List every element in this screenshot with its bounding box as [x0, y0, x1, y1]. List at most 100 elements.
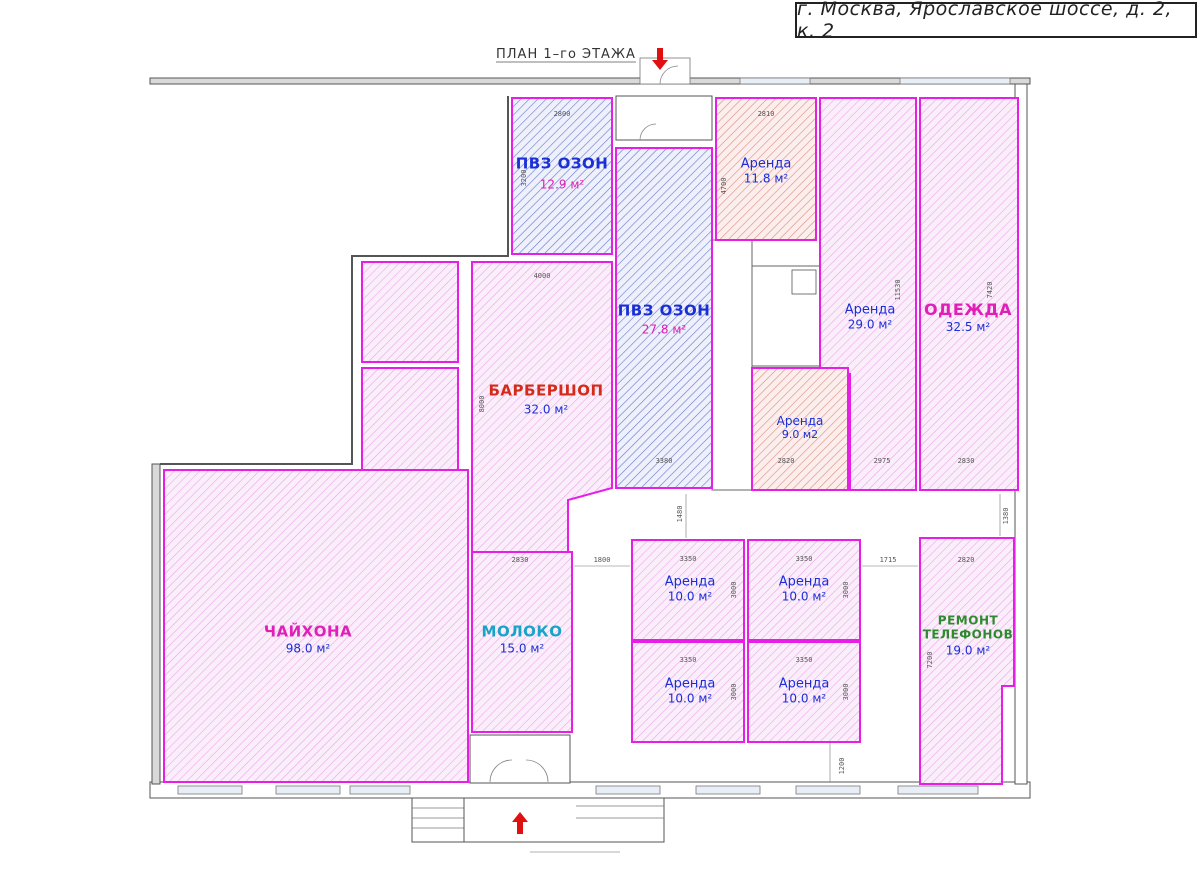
top-vestibule	[615, 95, 713, 141]
room-label-moloko: МОЛОКО 15.0 м²	[482, 623, 563, 656]
room-name: МОЛОКО	[481, 622, 563, 641]
room-arenda-a4	[631, 539, 745, 641]
top-wall	[149, 77, 1031, 85]
room-name: Аренда	[844, 302, 896, 318]
room-name: ЧАЙХОНА	[263, 622, 353, 641]
room-area: 10.0 м²	[667, 589, 713, 604]
top-entrance	[496, 48, 713, 141]
dim-label: 1200	[838, 757, 846, 775]
room-label-pvz-ozon-1: ПВЗ ОЗОН 12.9 м²	[516, 155, 609, 192]
room-label-arenda-a4: Аренда 10.0 м²	[664, 574, 716, 605]
room-arenda-a5	[747, 539, 861, 641]
window	[275, 785, 341, 795]
dim-label: 2830	[511, 556, 529, 564]
room-area: 15.0 м²	[499, 641, 545, 656]
room-area: 10.0 м²	[781, 589, 827, 604]
room-area: 9.0 м2	[781, 427, 819, 441]
room-area: 32.5 м²	[945, 320, 991, 335]
door-swing	[525, 759, 549, 783]
room-area: 10.0 м²	[781, 691, 827, 706]
dim-label: 2820	[957, 556, 975, 564]
room-name: Аренда	[664, 574, 716, 590]
room-label-odezhda: ОДЕЖДА 32.5 м²	[924, 299, 1012, 335]
window	[177, 785, 243, 795]
dimension-lines	[574, 494, 1001, 782]
room-area: 29.0 м²	[847, 317, 893, 332]
room-name: ОДЕЖДА	[924, 299, 1012, 319]
dim-label: 1380	[1002, 507, 1010, 525]
window	[595, 785, 661, 795]
dim-label: 8000	[478, 395, 486, 413]
dim-label: 3000	[842, 683, 850, 701]
window	[349, 785, 411, 795]
room-label-arenda-29: Аренда 29.0 м²	[844, 302, 896, 333]
vestibule	[469, 734, 571, 784]
dim-label: 4700	[720, 177, 728, 195]
window	[899, 77, 1011, 85]
room-arenda-11	[715, 97, 817, 241]
left-wall	[151, 463, 161, 785]
room-remont-telefonov	[919, 537, 1015, 785]
dim-label: 3000	[730, 683, 738, 701]
room-area: 19.0 м²	[945, 642, 991, 657]
dim-label: 7420	[986, 281, 994, 299]
room-name: РЕМОНТ	[937, 613, 999, 628]
room-name: Аренда	[778, 574, 830, 590]
room-name: Аренда	[776, 413, 824, 428]
room-name: Аренда	[778, 676, 830, 692]
room-name: ПВЗ ОЗОН	[617, 301, 711, 320]
stairs	[411, 797, 465, 843]
room-arenda-a7	[747, 641, 861, 743]
dim-label: 2800	[553, 110, 571, 118]
entrance-arrow-icon	[512, 812, 528, 834]
dim-label: 1800	[593, 556, 611, 564]
dim-label: 1715	[879, 556, 897, 564]
door-swing	[489, 759, 513, 783]
room-label-chaihona: ЧАЙХОНА 98.0 м²	[264, 623, 352, 656]
room-name: ПВЗ ОЗОН	[515, 154, 609, 173]
room-area: 32.0 м²	[523, 402, 569, 417]
room-label-arenda-11: Аренда 11.8 м²	[740, 156, 792, 187]
room-chaihona-annex-top	[361, 261, 459, 363]
room-name: БАРБЕРШОП	[488, 381, 604, 400]
dim-label: 2810	[757, 110, 775, 118]
room-odezhda	[919, 97, 1019, 491]
dim-label: 3000	[842, 581, 850, 599]
inner-wall-left	[160, 96, 509, 465]
room-name: ТЕЛЕФОНОВ	[922, 627, 1014, 642]
rooms	[163, 97, 1019, 785]
window	[739, 77, 811, 85]
room-pvz-ozon-1	[511, 97, 613, 255]
room-arenda-a6	[631, 641, 745, 743]
window	[897, 785, 979, 795]
dim-label: 2975	[873, 457, 891, 465]
room-label-pvz-ozon-2: ПВЗ ОЗОН 27.8 м²	[618, 302, 711, 337]
bottom-entrance	[411, 734, 665, 853]
dim-label: 3350	[795, 656, 813, 664]
room-label-barbershop: БАРБЕРШОП 32.0 м²	[488, 382, 603, 417]
room-area: 12.9 м²	[539, 177, 585, 192]
room-label-arenda-9: Аренда 9.0 м2	[776, 413, 824, 441]
dim-label: 3000	[730, 581, 738, 599]
window	[795, 785, 861, 795]
dim-label: 4000	[533, 272, 551, 280]
room-arenda-9	[751, 367, 849, 491]
dim-label: 3350	[795, 555, 813, 563]
room-label-arenda-a5: Аренда 10.0 м²	[778, 574, 830, 605]
room-label-remont-telefonov: РЕМОНТ ТЕЛЕФОНОВ 19.0 м²	[923, 614, 1014, 657]
dim-label: 2830	[957, 457, 975, 465]
dim-label: 3350	[679, 555, 697, 563]
room-area: 98.0 м²	[285, 641, 331, 656]
address-text: г. Москва, Ярославское шоссе, д. 2, к. 2	[797, 0, 1173, 42]
room-pvz-ozon-2	[615, 147, 713, 489]
window	[695, 785, 761, 795]
porch	[463, 797, 665, 843]
room-label-arenda-a7: Аренда 10.0 м²	[778, 676, 830, 707]
room-area: 11.8 м²	[743, 171, 789, 186]
room-chaihona	[163, 469, 469, 783]
address-box: г. Москва, Ярославское шоссе, д. 2, к. 2	[795, 0, 1197, 42]
room-name: Аренда	[740, 156, 792, 172]
dim-label: 11530	[894, 279, 902, 301]
room-area: 27.8 м²	[641, 322, 687, 337]
